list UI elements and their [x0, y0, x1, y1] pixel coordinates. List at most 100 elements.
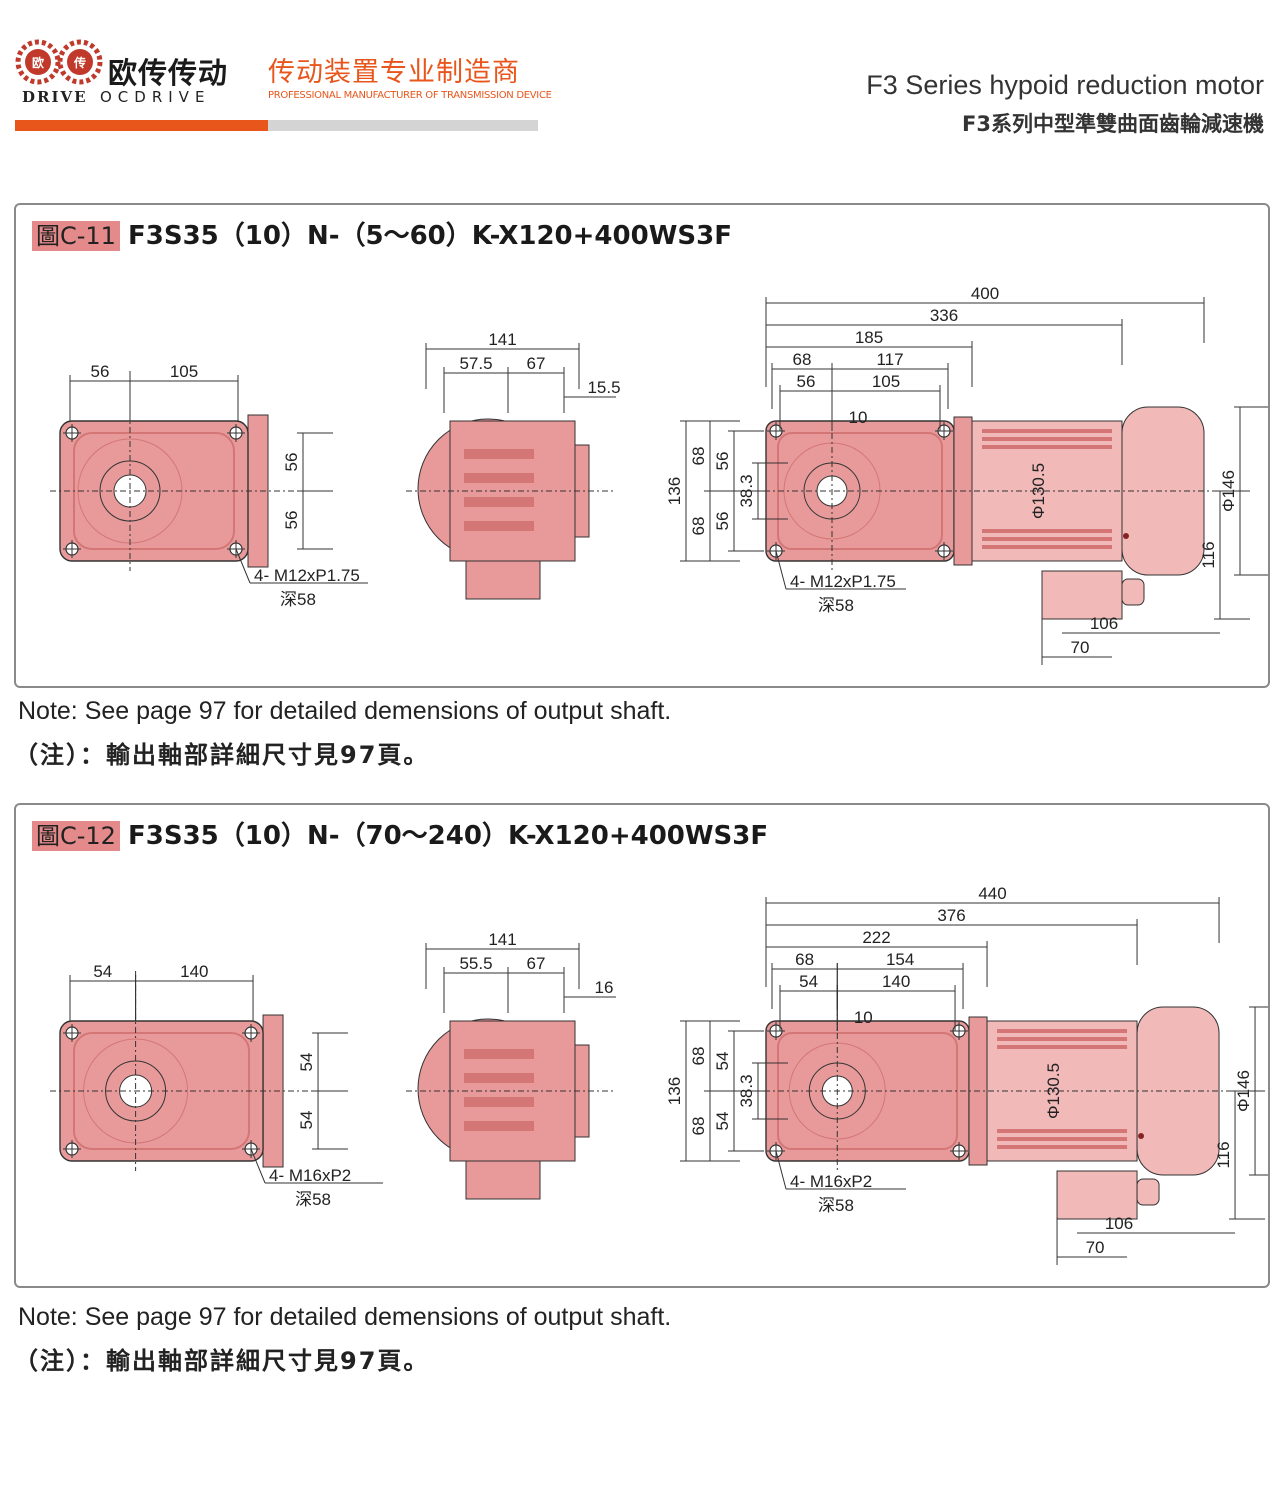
dimension-label: 105	[872, 372, 900, 391]
logo-mark-left: 欧	[32, 55, 44, 70]
dimension-label: 136	[665, 477, 684, 505]
dimension-label: 67	[527, 954, 546, 973]
dimension-label: 185	[855, 328, 883, 347]
figure-badge: 圖C-12	[32, 821, 120, 851]
side-fin	[464, 449, 534, 459]
motor-fin	[982, 445, 1112, 449]
dimension-label: 57.5	[459, 354, 492, 373]
dimension-label: 116	[1199, 541, 1218, 568]
motor-dot-icon	[1123, 533, 1129, 539]
dimension-label: 深58	[295, 1190, 331, 1209]
dimension-label: 68	[689, 1047, 708, 1066]
side-output-shaft	[465, 1160, 541, 1200]
dimension-label: 56	[713, 512, 732, 531]
note-cn: （注）：輸出軸部詳細尺寸見97頁。	[14, 1347, 430, 1375]
logo-mark-right: 传	[73, 55, 86, 70]
dimension-label: 336	[930, 306, 958, 325]
motor-fin	[982, 529, 1112, 533]
motor-fin	[997, 1045, 1128, 1049]
front-flange	[262, 1014, 284, 1168]
dimension-label: 222	[862, 928, 890, 947]
side-fin	[464, 1049, 534, 1059]
dimension-label: 56	[282, 453, 301, 472]
side-fin	[464, 1097, 534, 1107]
side-fin	[464, 521, 534, 531]
dimension-label: 440	[978, 884, 1006, 903]
dimension-label: 106	[1090, 614, 1118, 633]
note-cn: （注）：輸出軸部詳細尺寸見97頁。	[14, 741, 430, 769]
dimension-label: 38.3	[737, 1074, 756, 1107]
cable-gland	[1121, 578, 1145, 606]
dimension-label: 54	[799, 972, 818, 991]
series-title-en: F3 Series hypoid reduction motor	[866, 70, 1264, 100]
dimension-label: 深58	[818, 1196, 854, 1215]
dimension-label: 深58	[280, 590, 316, 609]
dimension-label: 68	[793, 350, 812, 369]
cable-gland	[1136, 1178, 1160, 1206]
dimension-line	[775, 1150, 787, 1190]
tagline-cn: 传动装置专业制造商	[268, 57, 520, 88]
brand-drive-text: DRIVE	[22, 88, 88, 106]
side-fin	[464, 1121, 534, 1131]
dimension-label: 70	[1071, 638, 1090, 657]
dimension-label: 4- M12xP1.75	[790, 572, 896, 591]
figure-title: F3S35（10）N-（70～240）K-X120+400WS3F	[128, 821, 769, 851]
terminal-box	[1041, 570, 1123, 620]
fan-cover	[1121, 406, 1205, 576]
dimension-label: 56	[91, 362, 110, 381]
fan-cover	[1136, 1006, 1220, 1176]
dimension-line	[235, 548, 251, 584]
dimension-label: 400	[971, 284, 999, 303]
dimension-label: 15.5	[587, 378, 620, 397]
dimension-label: 68	[689, 517, 708, 536]
figure-title: F3S35（10）N-（5～60）K-X120+400WS3F	[128, 221, 732, 251]
dimension-label: 67	[527, 354, 546, 373]
dimension-label: 154	[886, 950, 914, 969]
dimension-label: 54	[297, 1053, 316, 1072]
tagline-en: PROFESSIONAL MANUFACTURER OF TRANSMISSIO…	[268, 90, 552, 101]
dimension-label: 54	[93, 962, 112, 981]
dimension-label: 141	[488, 330, 516, 349]
figure-badge: 圖C-11	[32, 221, 120, 251]
header-grey-bar	[268, 120, 538, 131]
dimension-label: Φ130.5	[1029, 463, 1048, 519]
drawing-c11: 56 105 56 56 4- M12xP1.75 深58 141 57.5 67 15.5 400…	[50, 284, 1268, 665]
series-title-cn: F3系列中型準雙曲面齒輪減速機	[962, 112, 1264, 136]
terminal-box	[1056, 1170, 1138, 1220]
dimension-label: 68	[689, 1117, 708, 1136]
brand-name-en: OCDRIVE	[100, 88, 211, 106]
dimension-label: 54	[713, 1052, 732, 1071]
brand-name-cn: 欧传传动	[108, 56, 229, 90]
figure-panel-c12: 圖C-12 F3S35（10）N-（70～240）K-X120+400WS3F …	[14, 803, 1270, 1288]
dimension-label: 56	[713, 452, 732, 471]
dimension-label: 10	[854, 1008, 873, 1027]
dimension-label: 68	[795, 950, 814, 969]
dimension-label: 70	[1086, 1238, 1105, 1257]
dimension-label: 54	[297, 1111, 316, 1130]
motor-fin	[982, 537, 1112, 541]
motor-fin	[982, 545, 1112, 549]
motor-fin	[997, 1029, 1128, 1033]
motor-fin	[997, 1137, 1128, 1141]
header-accent-bar	[15, 120, 268, 131]
dimension-label: 376	[937, 906, 965, 925]
dimension-label: 117	[876, 350, 903, 369]
dimension-label: 141	[488, 930, 516, 949]
dimension-label: 深58	[818, 596, 854, 615]
side-output-shaft	[465, 560, 541, 600]
motor-fin	[997, 1037, 1128, 1041]
dimension-label: Φ130.5	[1044, 1063, 1063, 1119]
dimension-label: 116	[1214, 1141, 1233, 1168]
dimension-label: 10	[849, 408, 868, 427]
motor-fin	[997, 1145, 1128, 1149]
motor-fin	[982, 437, 1112, 441]
dimension-label: 54	[713, 1112, 732, 1131]
dimension-label: 38.3	[737, 474, 756, 507]
dimension-label: 55.5	[459, 954, 492, 973]
side-view-housing	[449, 1020, 576, 1162]
dimension-label: 4- M12xP1.75	[254, 566, 360, 585]
figure-panel-c11: 圖C-11 F3S35（10）N-（5～60）K-X120+400WS3F 56…	[14, 203, 1270, 688]
dimension-label: 140	[882, 972, 910, 991]
dimension-line	[250, 1148, 266, 1184]
